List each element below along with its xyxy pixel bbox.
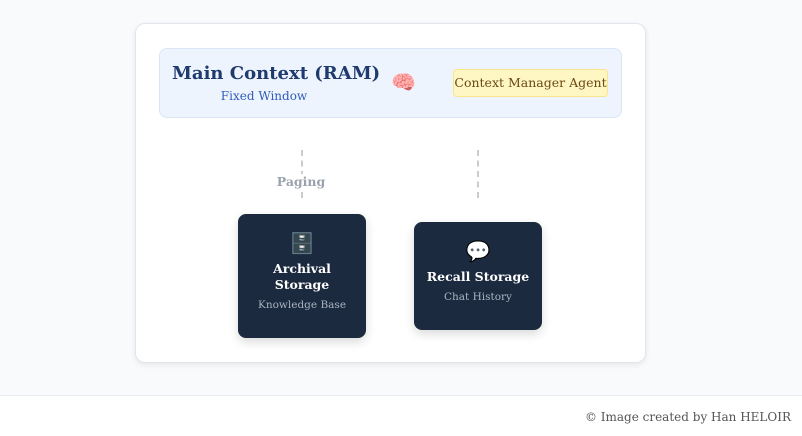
- recall-connector: [477, 150, 479, 198]
- recall-subtitle: Chat History: [443, 291, 512, 303]
- archival-subtitle: Knowledge Base: [257, 299, 347, 311]
- context-manager-badge: Context Manager Agent: [453, 69, 608, 97]
- recall-title: Recall Storage: [426, 269, 530, 284]
- recall-storage-box: 💬 Recall Storage Chat History: [414, 222, 542, 330]
- footer-credit: © Image created by Han HELOIR: [584, 410, 791, 424]
- file-cabinet-icon: 🗄️: [289, 231, 315, 255]
- archival-storage-box: 🗄️ Archival Storage Knowledge Base: [238, 214, 366, 338]
- brain-icon: 🧠: [391, 70, 416, 94]
- archival-title: Archival Storage: [273, 261, 331, 292]
- speech-bubble-icon: 💬: [465, 239, 491, 263]
- paging-label: Paging: [270, 174, 332, 189]
- main-context-subtitle: Fixed Window: [220, 89, 308, 103]
- main-context-title: Main Context (RAM): [172, 63, 381, 84]
